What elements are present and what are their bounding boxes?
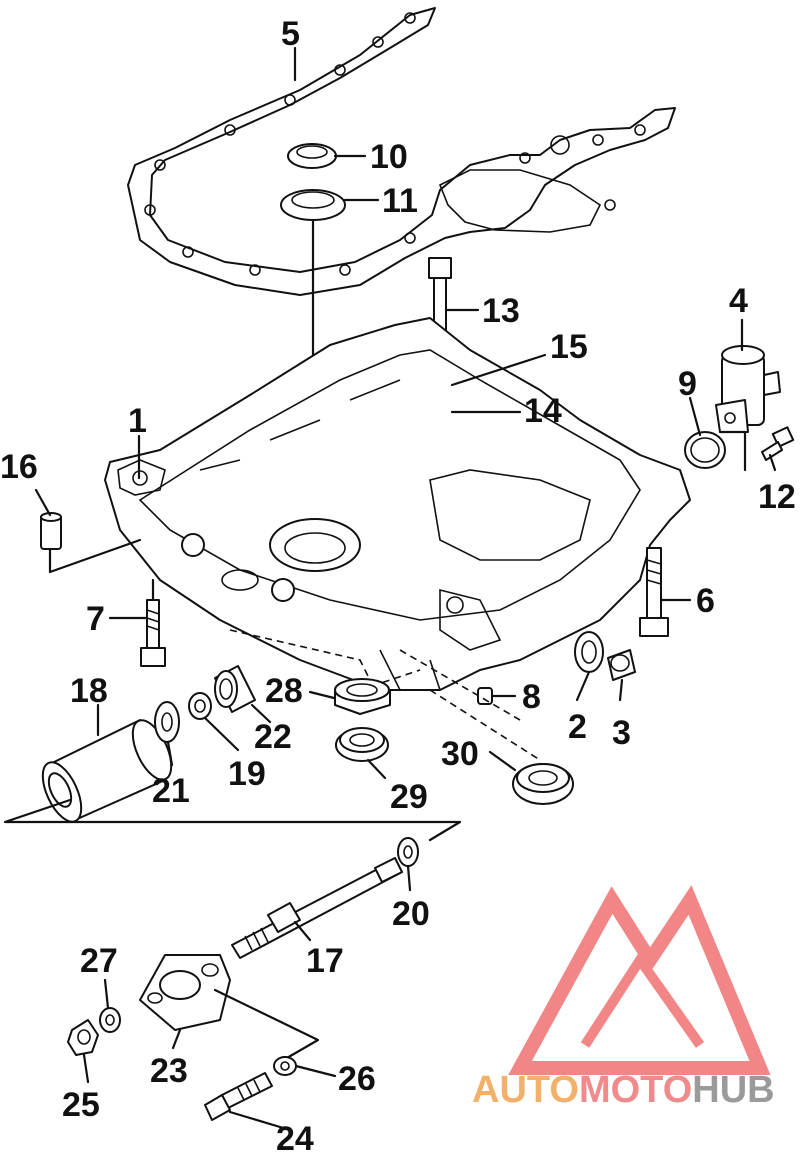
callout-labels: 5 10 11 13 15 14 4 9 12 1 16 7 6 2 3 8 1… (0, 15, 796, 1154)
washer-part-26 (273, 1056, 297, 1076)
drain-plug-part-3 (607, 649, 636, 681)
nut-part-19 (188, 692, 212, 720)
callout-18: 18 (70, 672, 108, 710)
callout-3: 3 (612, 714, 631, 752)
oil-pan-housing-part-1 (104, 317, 691, 691)
callout-20: 20 (392, 895, 430, 933)
filter-part-18 (41, 719, 173, 823)
callout-29: 29 (390, 778, 428, 816)
gasket-part-5 (127, 7, 676, 296)
callout-9: 9 (678, 365, 697, 403)
fitting-part-4 (715, 345, 781, 433)
washer-part-27 (99, 1007, 121, 1033)
callout-1: 1 (128, 402, 147, 440)
callout-28: 28 (265, 672, 303, 710)
callout-8: 8 (522, 678, 541, 716)
dowel-part-16 (40, 512, 62, 550)
watermark-auto: AUTO (472, 1069, 579, 1111)
callout-4: 4 (729, 282, 748, 320)
gasket-part-2 (574, 631, 604, 673)
shaft-part-17 (231, 857, 403, 959)
callout-30: 30 (441, 735, 479, 773)
leader-lines (34, 46, 777, 1132)
bearing-part-29 (335, 727, 389, 762)
spacer-part-22 (214, 665, 256, 713)
callout-11: 11 (382, 182, 418, 220)
watermark-text: AUTOMOTOHUB (472, 1069, 775, 1111)
bearing-part-28 (334, 678, 391, 715)
callout-27: 27 (80, 942, 118, 980)
flange-part-23 (139, 954, 231, 1031)
callout-21: 21 (152, 772, 190, 810)
callout-26: 26 (338, 1060, 376, 1098)
bolt-part-12 (761, 426, 795, 461)
callout-23: 23 (150, 1052, 188, 1090)
callout-6: 6 (696, 582, 715, 620)
callout-16: 16 (0, 448, 38, 486)
bolt-part-6 (639, 547, 669, 637)
callout-10: 10 (370, 138, 408, 176)
callout-19: 19 (228, 755, 266, 793)
callout-13: 13 (482, 292, 520, 330)
pin-part-8 (477, 687, 493, 705)
callout-14: 14 (524, 392, 562, 430)
oil-seal-part-10 (287, 143, 337, 169)
callout-15: 15 (550, 328, 588, 366)
callout-12: 12 (758, 478, 796, 516)
automotohub-logo (508, 885, 771, 1075)
callout-24: 24 (276, 1120, 314, 1154)
watermark-hub: HUB (692, 1069, 774, 1111)
callout-25: 25 (62, 1086, 100, 1124)
washer-part-20 (397, 837, 419, 867)
bolt-part-7 (140, 599, 166, 667)
nut-part-25 (67, 1019, 99, 1056)
callout-2: 2 (568, 708, 587, 746)
callout-7: 7 (86, 600, 105, 638)
washer-part-21 (154, 701, 180, 743)
callout-17: 17 (306, 942, 344, 980)
bolt-part-24 (204, 1072, 273, 1121)
callout-22: 22 (254, 718, 292, 756)
watermark-moto: MOTO (579, 1069, 692, 1111)
oil-seal-part-11 (280, 189, 346, 221)
callout-5: 5 (281, 15, 300, 53)
bearing-part-30 (512, 763, 574, 805)
